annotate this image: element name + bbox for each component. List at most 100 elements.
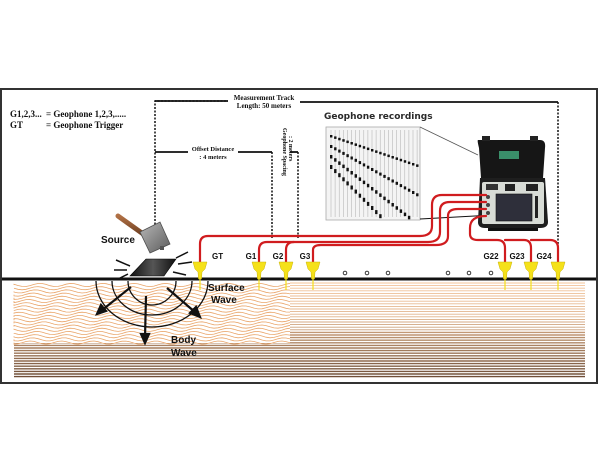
- seismogram-arrival: [375, 210, 378, 215]
- device-logo-badge: [499, 151, 519, 159]
- seismogram-arrival: [395, 206, 398, 210]
- seismogram-arrival: [334, 136, 337, 139]
- ripple-line: [13, 327, 291, 332]
- geophone-g3: G3: [300, 252, 321, 290]
- seismogram-arrival: [358, 193, 362, 198]
- geophone-ellipsis-dots: [342, 270, 494, 276]
- geophone-label: G2: [273, 252, 284, 261]
- ripple-line: [13, 295, 291, 300]
- seismogram-arrival: [338, 161, 341, 165]
- ripple-line: [13, 289, 291, 294]
- seismogram-arrival: [412, 191, 415, 194]
- ripple-line: [13, 321, 291, 326]
- seismogram-arrival: [354, 189, 357, 194]
- geophone-icon: [523, 261, 539, 280]
- ripple-line: [13, 334, 291, 339]
- seismogram-arrival: [375, 190, 378, 194]
- seismograph-device: [477, 136, 548, 231]
- seismogram-arrival: [366, 201, 370, 206]
- seismogram-arrival: [358, 144, 362, 148]
- offset-distance-dimension: [155, 151, 273, 238]
- geophone-label: G22: [483, 252, 499, 261]
- seismogram-arrival: [387, 199, 390, 204]
- seismogram-arrival: [379, 214, 382, 219]
- seismogram-arrival: [375, 170, 378, 174]
- cable: [503, 238, 533, 264]
- measurement-track-label-1: Measurement Track: [234, 94, 295, 102]
- seismogram-arrival: [346, 154, 349, 158]
- seismogram-arrival: [350, 156, 353, 160]
- ripple-line: [13, 305, 291, 310]
- seismogram-arrival: [371, 168, 374, 171]
- seismogram-arrival: [371, 187, 374, 191]
- seismogram-arrival: [371, 149, 374, 152]
- ripple-line: [13, 311, 291, 316]
- ellipsis-dot: [385, 270, 391, 276]
- ripple-line: [13, 308, 291, 313]
- geophone-g2: G2: [273, 252, 294, 290]
- geophone-gt: GT: [192, 252, 223, 290]
- seismogram-arrival: [354, 143, 357, 146]
- seismogram-arrival: [334, 147, 337, 151]
- geophone-label: G23: [509, 252, 525, 261]
- seismogram-arrival: [391, 203, 394, 207]
- seismogram-arrival: [362, 146, 366, 149]
- geophone-icon: [192, 261, 208, 280]
- device-screen: [495, 193, 533, 222]
- seismogram-arrival: [338, 149, 341, 153]
- ellipsis-dot: [466, 270, 472, 276]
- geophone-g22: G22: [483, 252, 513, 290]
- seismogram-arrival: [383, 196, 386, 201]
- seismogram-arrival: [354, 174, 357, 178]
- ellipsis-dot: [364, 270, 370, 276]
- seismogram-arrival: [330, 165, 333, 169]
- seismogram-arrival: [346, 167, 349, 172]
- seismogram-arrival: [342, 151, 345, 155]
- recordings-leader-line-top: [419, 126, 479, 156]
- seismogram-arrival: [391, 156, 394, 159]
- offset-distance-label-1: Offset Distance: [192, 146, 235, 153]
- seismogram-arrival: [330, 135, 333, 138]
- seismogram-arrival: [403, 212, 407, 217]
- ripple-line: [13, 324, 291, 329]
- seismogram-arrival: [366, 165, 370, 169]
- seismogram-arrival: [407, 215, 411, 220]
- ripple-line: [13, 286, 291, 291]
- surface-wave-label-2: Wave: [211, 295, 237, 306]
- seismogram-arrival: [342, 164, 345, 169]
- source-hammer-icon: [115, 213, 171, 254]
- geophone-icon: [550, 261, 566, 280]
- seismogram-arrival: [379, 151, 382, 155]
- seismogram-arrival: [362, 197, 366, 202]
- legend-value-geophones: = Geophone 1,2,3,.....: [46, 109, 126, 119]
- seismogram-arrival: [379, 172, 382, 176]
- seismogram-arrival: [387, 177, 390, 181]
- geophone-cables: [198, 193, 560, 264]
- seismogram-arrival: [416, 164, 419, 167]
- surface-wave-label-1: Surface: [208, 283, 245, 294]
- seismogram-arrival: [412, 163, 415, 166]
- seismogram-arrival: [403, 160, 407, 163]
- ripple-line: [13, 337, 291, 342]
- seismogram-arrival: [403, 186, 407, 190]
- seismogram-arrival: [399, 209, 403, 213]
- geophone-spacing-label-1: Geophone Spacing: [281, 128, 287, 176]
- seismogram-arrival: [362, 180, 366, 185]
- seismogram-arrival: [387, 154, 390, 158]
- measurement-track-dimension: [154, 100, 559, 250]
- legend-key-trigger: GT: [10, 120, 23, 130]
- geophone-label: G3: [300, 252, 311, 261]
- seismogram-arrival: [416, 193, 419, 197]
- seismogram-arrival: [407, 188, 411, 192]
- geophone-icon: [305, 261, 321, 280]
- seismogram-panel: [325, 126, 421, 221]
- seismogram-arrival: [330, 145, 333, 148]
- seismogram-arrival: [346, 181, 349, 186]
- seismogram-arrival: [383, 153, 386, 156]
- seismogram-arrival: [338, 137, 341, 141]
- legend-value-trigger: = Geophone Trigger: [46, 120, 123, 130]
- ripple-line: [13, 302, 291, 307]
- ripple-line: [13, 318, 291, 323]
- ripple-line: [13, 298, 291, 304]
- ellipsis-dot: [445, 270, 451, 276]
